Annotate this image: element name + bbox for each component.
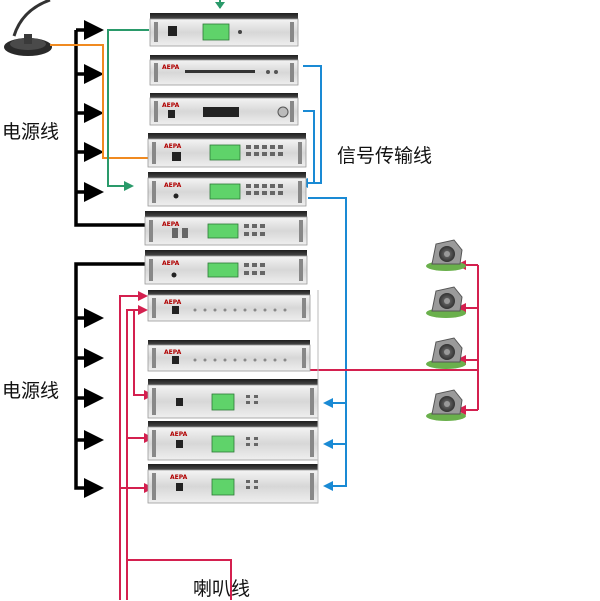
microphone-icon [4,0,52,56]
device-top-unit [149,13,299,47]
svg-text:AEPA: AEPA [164,182,182,189]
power-line-label-bottom: 电源线 [2,380,60,402]
device-mixer: AEPA [147,172,307,207]
svg-text:AEPA: AEPA [170,474,188,481]
signal-line-label: 信号传输线 [337,145,433,167]
svg-text:AEPA: AEPA [170,431,188,438]
speaker-3-icon [426,337,466,369]
speaker-line-label: 喇叭线 [193,578,251,600]
device-zone-selector: AEPA [147,290,311,322]
power-lines [74,28,146,490]
svg-text:AEPA: AEPA [162,102,180,109]
device-distributor: AEPA [147,340,311,372]
speaker-1-icon [426,239,466,271]
svg-text:AEPA: AEPA [162,64,180,71]
device-cd-player: AEPA [149,55,299,86]
mic-signal-line [50,44,182,159]
device-preamp: AEPA [147,133,307,168]
svg-text:AEPA: AEPA [162,221,180,228]
device-mp3-player: AEPA [149,93,299,126]
device-amp-3: AEPA [147,464,319,504]
device-amp-1 [147,379,319,419]
speaker-2-icon [426,286,466,318]
speaker-4-icon [426,389,466,421]
device-timer: AEPA [144,211,308,246]
svg-text:AEPA: AEPA [162,260,180,267]
device-power-sequencer: AEPA [144,250,308,285]
device-amp-2: AEPA [147,421,319,461]
power-line-label-top: 电源线 [2,121,60,143]
svg-text:AEPA: AEPA [164,143,182,150]
svg-text:AEPA: AEPA [164,349,182,356]
power-arrows [84,20,104,498]
svg-text:AEPA: AEPA [164,299,182,306]
